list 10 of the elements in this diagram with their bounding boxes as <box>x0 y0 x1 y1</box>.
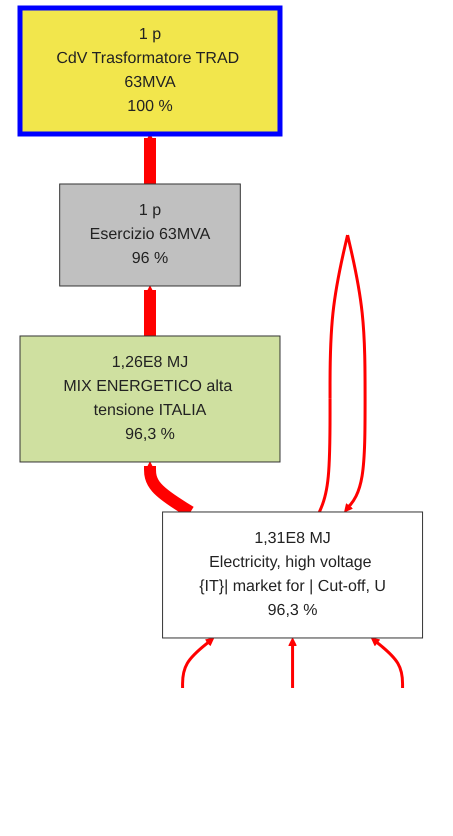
arrow <box>181 638 214 688</box>
node-box: 1 p Esercizio 63MVA 96 % <box>59 184 242 286</box>
arrow <box>318 234 367 513</box>
arrow <box>144 134 156 186</box>
node-box: 1,31E8 MJ Electricity, high voltage {IT}| market for | Cut-off, U 96,3 % <box>162 511 424 638</box>
node-box: 1,26E8 MJ MIX ENERGETICO alta tensione ITALIA 96,3 % <box>20 335 281 462</box>
arrow <box>288 638 298 688</box>
arrow <box>371 638 404 688</box>
node-box: 1 p CdV Trasformatore TRAD 63MVA 100 % <box>18 6 283 136</box>
arrow <box>144 286 156 338</box>
